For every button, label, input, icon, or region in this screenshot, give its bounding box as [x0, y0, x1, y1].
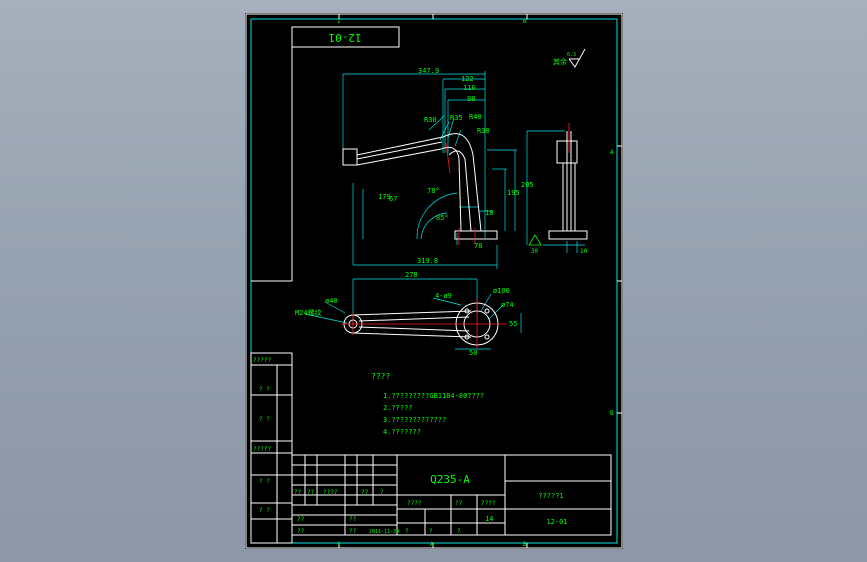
- tb-cell-4: ??: [361, 489, 369, 496]
- dim-phi40: ø40: [325, 297, 338, 305]
- dim-side-10: 10: [580, 248, 588, 255]
- tb-cell-3: ????: [323, 489, 338, 496]
- dim-4-phi9: 4-ø9: [435, 292, 452, 300]
- dim-18: 18: [485, 209, 493, 217]
- material-text: Q235-A: [430, 473, 470, 486]
- tb-cell-1: ??: [294, 489, 302, 496]
- drawing-sheet[interactable]: 1 B A B 1 A B 12-01 ????? ? ? ? ? ????? …: [245, 13, 623, 549]
- outer-frame: [245, 13, 623, 549]
- dim-278: 278: [405, 271, 418, 279]
- dim-116: 116: [463, 84, 476, 92]
- zone-mark-bottom-mid: A: [430, 541, 434, 548]
- dim-r30b: R30: [477, 127, 490, 135]
- side-view: 10 30: [526, 123, 588, 255]
- tb-cell-13: ?: [405, 528, 409, 535]
- left-panel-row-1: ?????: [253, 357, 271, 364]
- dim-r35: R35: [450, 114, 463, 122]
- dim-side-30: 30: [531, 248, 539, 255]
- dim-50: 50: [469, 349, 477, 357]
- title-block-grid: [291, 454, 612, 536]
- part-name-text: ?????1: [538, 492, 563, 500]
- dim-347: 347.9: [418, 67, 439, 75]
- dim-phi100: ø100: [493, 287, 510, 295]
- dim-98: 98: [467, 95, 475, 103]
- tb-cell-7: ??: [455, 500, 463, 507]
- dim-r40: R40: [469, 113, 482, 121]
- zone-mark-top-left: 1: [337, 18, 341, 25]
- dim-195: 195: [507, 189, 520, 197]
- tb-cell-15: ?: [457, 528, 461, 535]
- drawing-canvas: 1 B A B 1 A B 12-01 ????? ? ? ? ? ????? …: [245, 13, 623, 549]
- svg-text:6.3: 6.3: [567, 52, 576, 58]
- left-panel-row-4: ?????: [253, 446, 271, 453]
- dim-179: 179: [378, 193, 391, 201]
- dim-67: 67: [389, 195, 397, 203]
- zone-mark-bottom-right: B: [523, 541, 527, 548]
- scale-text: 14: [485, 515, 493, 523]
- dim-122: 122: [461, 75, 474, 83]
- zone-mark-top-right: B: [523, 18, 527, 25]
- left-panel-grid: [250, 280, 293, 544]
- tb-cell-8: ????: [481, 500, 496, 507]
- dim-55: 55: [509, 320, 517, 328]
- zone-ticks: [338, 14, 622, 548]
- front-view: 347.9 122 116 98 R30 R35 R40 R30 179 67 …: [342, 67, 534, 269]
- tb-cell-5: ?: [380, 489, 384, 496]
- left-panel-row-2: ? ?: [259, 386, 270, 393]
- tb-cell-10: ??: [349, 516, 357, 523]
- note-2: 2.?????: [383, 404, 413, 412]
- date-text: 2011-11-30: [369, 529, 399, 535]
- technical-notes: ???? 1.?????????GB1184-80???? 2.????? 3.…: [371, 372, 484, 436]
- zone-mark-bottom-left: 1: [337, 541, 341, 548]
- zone-mark-right-a: A: [610, 149, 614, 156]
- left-panel-row-6: ? ?: [259, 507, 270, 514]
- roughness-symbol: 其余 6.3: [553, 48, 586, 68]
- dim-319: 319.8: [417, 257, 438, 265]
- top-view: 278 ø40 M24螺纹 4-ø9 ø100 ø74 55 50: [295, 271, 522, 357]
- drawing-number-flipped: 12-01: [328, 31, 361, 44]
- tb-cell-12: ??: [349, 528, 357, 535]
- dim-r30: R30: [424, 116, 437, 124]
- left-panel-row-3: ? ?: [259, 416, 270, 423]
- dim-m24: M24螺纹: [295, 308, 322, 317]
- notes-title: ????: [371, 372, 390, 381]
- inner-border: [250, 18, 618, 544]
- drawing-no-text: 12-01: [546, 518, 567, 526]
- tb-cell-2: ??: [307, 489, 315, 496]
- zone-mark-right-b: B: [610, 410, 614, 417]
- dim-phi74: ø74: [501, 301, 514, 309]
- left-panel-row-5: ? ?: [259, 478, 270, 485]
- tb-cell-9: ??: [297, 516, 305, 523]
- note-4: 4.???????: [383, 428, 421, 436]
- dim-angle-78: 78°: [427, 187, 440, 195]
- tb-cell-14: ?: [429, 528, 433, 535]
- dim-78: 78: [474, 242, 482, 250]
- tb-cell-11: ??: [297, 528, 305, 535]
- dim-angle-85: 85°: [436, 214, 449, 222]
- svg-text:其余: 其余: [553, 57, 567, 66]
- tb-cell-6: ????: [407, 500, 422, 507]
- note-3: 3.?????????????: [383, 416, 446, 424]
- note-1: 1.?????????GB1184-80????: [383, 392, 484, 400]
